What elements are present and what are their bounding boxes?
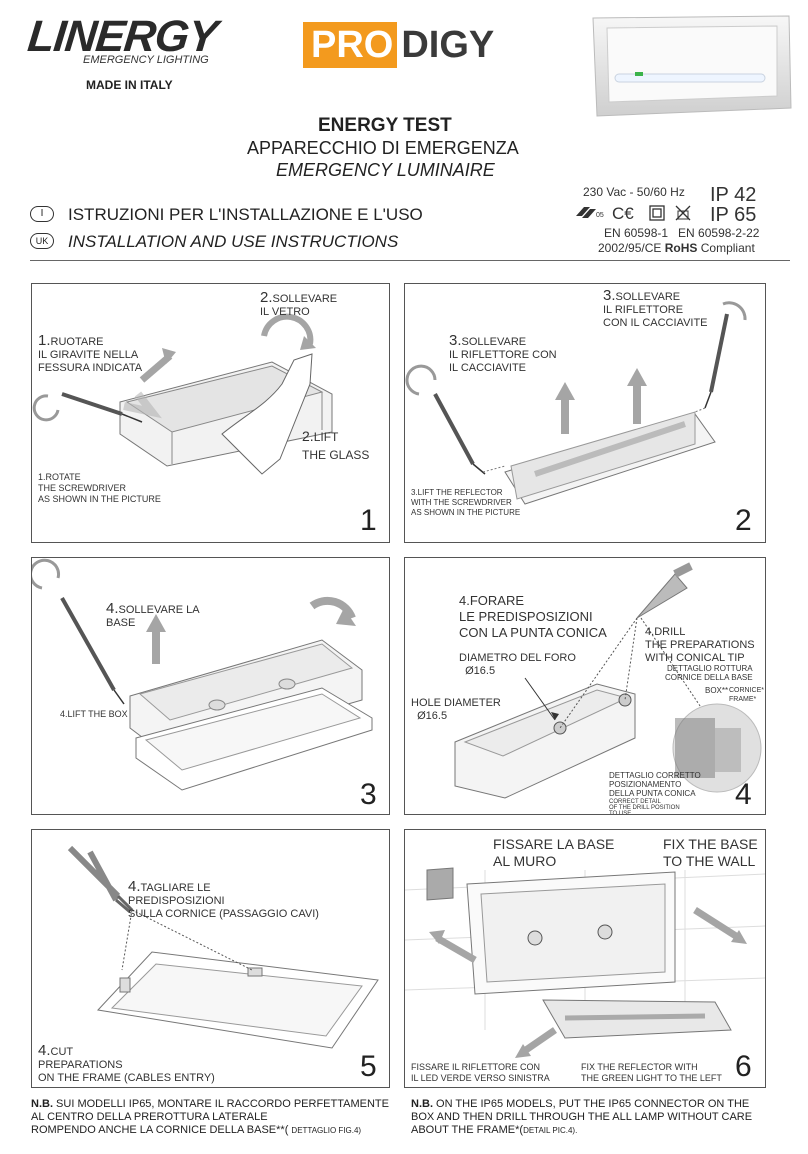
- p4-diam-en: HOLE DIAMETER Ø16.5: [411, 697, 501, 722]
- spec-rohs: RoHS: [664, 241, 698, 255]
- header-divider: [30, 260, 790, 261]
- lang-it-badge: I: [30, 206, 54, 222]
- p2-a-it: 3.SOLLEVARE IL RIFLETTORE CON IL CACCIAV…: [449, 332, 557, 375]
- p4-correct-it: DETTAGLIO CORRETTO POSIZIONAMENTO DELLA …: [609, 771, 701, 798]
- p4-it-text: FORARE LE PREDISPOSIZIONI CON LA PUNTA C…: [459, 593, 607, 640]
- p3-it: 4.SOLLEVARE LA BASE: [106, 600, 200, 630]
- spec-compliant: Compliant: [700, 241, 755, 255]
- p4-correct-en: CORRECT DETAIL OF THE DRILL POSITION TO …: [609, 799, 680, 815]
- p5-it-num: 4.: [128, 878, 141, 895]
- panel-1: 1.RUOTARE IL GIRAVITE NELLA FESSURA INDI…: [31, 283, 390, 543]
- spec-voltage: 230 Vac - 50/60 Hz: [583, 185, 685, 199]
- p1-step2-it-text: SOLLEVARE IL VETRO: [260, 293, 338, 318]
- svg-text:C€: C€: [612, 204, 634, 223]
- p5-en: 4.CUT PREPARATIONS ON THE FRAME (CABLES …: [38, 1042, 215, 1085]
- cert-icons: 05 C€: [572, 202, 700, 224]
- p5-it: 4.TAGLIARE LE PREDISPOSIZIONI SULLA CORN…: [128, 878, 319, 921]
- panel-4-number: 4: [735, 778, 752, 811]
- p2-b-it: 3.SOLLEVARE IL RIFLETTORE CON IL CACCIAV…: [603, 287, 708, 330]
- product-photo: [585, 12, 795, 118]
- p1-step1-en: 1.ROTATE THE SCREWDRIVER AS SHOWN IN THE…: [38, 472, 161, 504]
- p5-en-text: CUT PREPARATIONS ON THE FRAME (CABLES EN…: [38, 1046, 215, 1084]
- lang-uk-code: UK: [35, 236, 49, 246]
- p4-en: 4.DRILL THE PREPARATIONS WITH CONICAL TI…: [645, 626, 755, 665]
- title-main: ENERGY TEST: [318, 115, 452, 136]
- p6-fix-en: FIX THE BASE TO THE WALL: [663, 836, 758, 869]
- panel-4: 4.FORARE LE PREDISPOSIZIONI CON LA PUNTA…: [404, 557, 766, 815]
- panel-5-number: 5: [360, 1050, 377, 1083]
- p2-b-num: 3.: [603, 287, 616, 304]
- p4-en-text: DRILL THE PREPARATIONS WITH CONICAL TIP: [645, 626, 755, 664]
- note-it-nb: N.B.: [31, 1098, 53, 1110]
- p5-it-text: TAGLIARE LE PREDISPOSIZIONI SULLA CORNIC…: [128, 882, 319, 920]
- title-it: APPARECCHIO DI EMERGENZA: [247, 138, 519, 158]
- p1-step2-en-num: 2.: [302, 428, 314, 444]
- p3-en: 4.LIFT THE BOX: [60, 709, 128, 719]
- svg-text:05: 05: [596, 212, 604, 219]
- made-in-italy: MADE IN ITALY: [86, 78, 173, 92]
- linergy-logo: LINERGY EMERGENCY LIGHTING: [25, 12, 258, 74]
- p3-it-text: SOLLEVARE LA BASE: [106, 604, 200, 629]
- panel-1-number: 1: [360, 504, 377, 537]
- p3-it-num: 4.: [106, 600, 119, 617]
- panel-3: 4.SOLLEVARE LA BASE 4.LIFT THE BOX 3: [31, 557, 390, 815]
- title-en: EMERGENCY LUMINAIRE: [276, 160, 495, 180]
- panel-2-number: 2: [735, 504, 752, 537]
- p6-refl-en: FIX THE REFLECTOR WITH THE GREEN LIGHT T…: [581, 1062, 722, 1083]
- p5-en-num: 4.: [38, 1042, 51, 1059]
- lang-it-code: I: [40, 208, 44, 219]
- panel-3-number: 3: [360, 778, 377, 811]
- spec-norms: EN 60598-1 EN 60598-2-22: [604, 226, 760, 240]
- p4-it: 4.FORARE LE PREDISPOSIZIONI CON LA PUNTA…: [459, 593, 607, 641]
- lang-uk-badge: UK: [30, 233, 54, 249]
- note-it-small: DETTAGLIO FIG.4): [291, 1126, 362, 1135]
- p2-a-it-text: SOLLEVARE IL RIFLETTORE CON IL CACCIAVIT…: [449, 336, 557, 374]
- note-en-text: ON THE IP65 MODELS, PUT THE IP65 CONNECT…: [411, 1098, 753, 1136]
- p4-frame: CORNICE* FRAME*: [729, 687, 765, 703]
- p6-fix-it: FISSARE LA BASE AL MURO: [493, 836, 615, 869]
- p1-step1-it: 1.RUOTARE IL GIRAVITE NELLA FESSURA INDI…: [38, 332, 143, 375]
- p4-it-num: 4.: [459, 593, 470, 608]
- prodigy-digy: DIGY: [401, 24, 495, 66]
- p1-step2-en-text: LIFT THE GLASS: [302, 430, 370, 462]
- p4-box: BOX**: [705, 686, 729, 695]
- linergy-tagline: EMERGENCY LIGHTING: [83, 54, 209, 66]
- spec-directive: 2002/95/CE: [598, 241, 662, 255]
- p2-a-num: 3.: [449, 332, 462, 349]
- p4-diam-it: DIAMETRO DEL FORO Ø16.5: [459, 652, 576, 677]
- panel-6-number: 6: [735, 1050, 752, 1083]
- spec-ip42: IP 42: [710, 184, 757, 206]
- p1-step1-it-text: RUOTARE IL GIRAVITE NELLA FESSURA INDICA…: [38, 336, 143, 374]
- panel-2: 3.SOLLEVARE IL RIFLETTORE CON IL CACCIAV…: [404, 283, 766, 543]
- note-it: N.B. SUI MODELLI IP65, MONTARE IL RACCOR…: [31, 1098, 401, 1137]
- spec-ip65: IP 65: [710, 204, 757, 226]
- instructions-it: ISTRUZIONI PER L'INSTALLAZIONE E L'USO: [68, 205, 423, 224]
- note-en-small: DETAIL PIC.4).: [523, 1126, 578, 1135]
- p1-step2-num: 2.: [260, 289, 273, 306]
- p6-refl-it: FISSARE IL RIFLETTORE CON IL LED VERDE V…: [411, 1062, 550, 1083]
- note-en: N.B. ON THE IP65 MODELS, PUT THE IP65 CO…: [411, 1098, 791, 1137]
- panel-5: 4.TAGLIARE LE PREDISPOSIZIONI SULLA CORN…: [31, 829, 390, 1088]
- p4-en-num: 4.: [645, 626, 655, 638]
- spec-rohs-line: 2002/95/CE RoHS Compliant: [598, 241, 755, 255]
- p1-step2-en: 2.LIFT THE GLASS: [302, 428, 369, 464]
- note-en-nb: N.B.: [411, 1098, 433, 1110]
- note-it-text: SUI MODELLI IP65, MONTARE IL RACCORDO PE…: [31, 1098, 389, 1136]
- prodigy-pro: PRO: [303, 22, 398, 68]
- p2-en: 3.LIFT THE REFLECTOR WITH THE SCREWDRIVE…: [411, 488, 521, 517]
- instructions-en: INSTALLATION AND USE INSTRUCTIONS: [68, 232, 399, 251]
- p4-det-it: DETTAGLIO ROTTURA CORNICE DELLA BASE: [665, 664, 753, 682]
- p1-step1-num: 1.: [38, 332, 51, 349]
- p1-step2-it: 2.SOLLEVARE IL VETRO: [260, 289, 338, 319]
- panel-6: FISSARE LA BASE AL MURO FIX THE BASE TO …: [404, 829, 766, 1088]
- p2-b-it-text: SOLLEVARE IL RIFLETTORE CON IL CACCIAVIT…: [603, 291, 708, 329]
